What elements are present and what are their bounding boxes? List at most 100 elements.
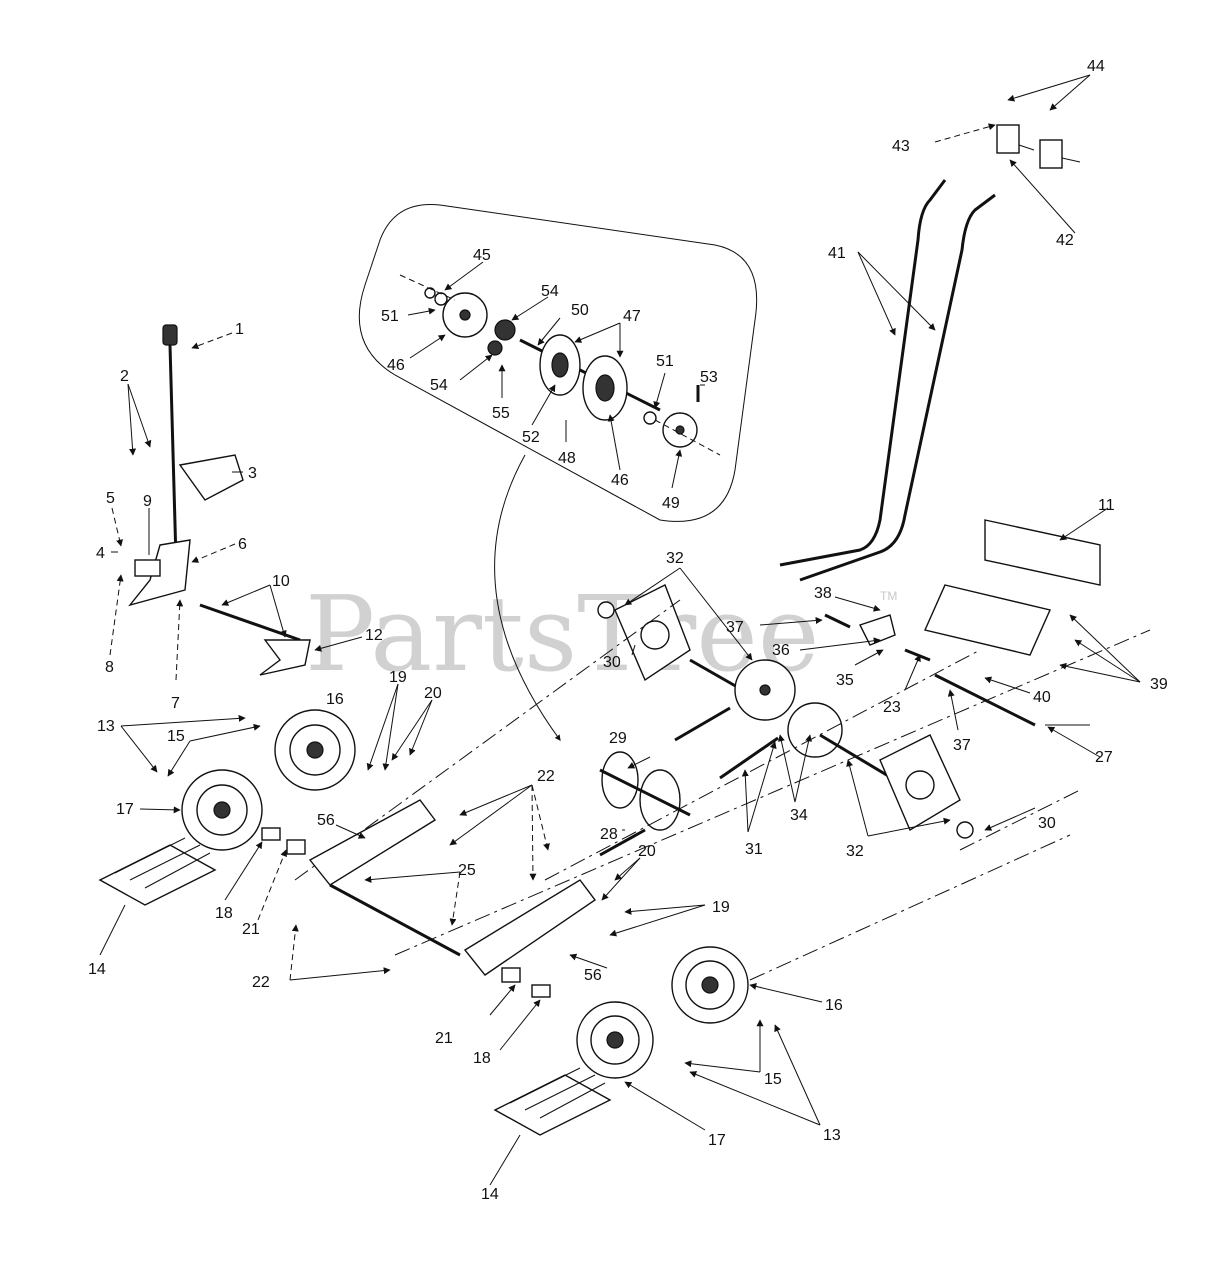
callout-13-left: 13 (97, 718, 115, 735)
callout-15-left: 15 (167, 728, 185, 745)
callout-21-left: 21 (242, 921, 260, 938)
callout-22-top: 22 (537, 768, 555, 785)
callout-51-right: 51 (656, 353, 674, 370)
callout-15-right: 15 (764, 1071, 782, 1088)
cover-part (924, 584, 1051, 656)
callout-19-bottom: 19 (712, 899, 730, 916)
callout-56-top: 56 (317, 812, 335, 829)
callout-2: 2 (120, 368, 129, 385)
callout-16-right: 16 (825, 997, 843, 1014)
callout-21-right: 21 (435, 1030, 453, 1047)
callout-46-left: 46 (387, 357, 405, 374)
callout-35: 35 (836, 672, 854, 689)
callout-13-right: 13 (823, 1127, 841, 1144)
callout-23: 23 (883, 699, 901, 716)
callout-10: 10 (272, 573, 290, 590)
callout-11: 11 (1098, 497, 1115, 514)
callout-14-left: 14 (88, 961, 106, 978)
callout-40: 40 (1033, 689, 1051, 706)
callout-38: 38 (814, 585, 832, 602)
callout-37-top: 37 (726, 619, 744, 636)
spacer-part (261, 827, 281, 841)
watermark: PartsTree TM (305, 573, 897, 695)
callout-9: 9 (143, 493, 152, 510)
callout-20-top: 20 (424, 685, 442, 702)
callout-44: 44 (1087, 58, 1105, 75)
track-arm-part-2 (463, 879, 596, 976)
callout-6: 6 (238, 536, 247, 553)
pivot-part (859, 614, 896, 646)
knob-part (162, 324, 178, 346)
callout-32-top: 32 (666, 550, 684, 567)
callout-18-right: 18 (473, 1050, 491, 1067)
callout-37-bottom: 37 (953, 737, 971, 754)
callout-54-bottom: 54 (430, 377, 448, 394)
housing-part (984, 519, 1101, 586)
callout-18-left: 18 (215, 905, 233, 922)
callout-5: 5 (106, 490, 115, 507)
callout-16-left: 16 (326, 691, 344, 708)
callout-labels: 1 2 3 4 5 6 7 8 9 10 11 12 13 13 14 14 1… (88, 58, 1168, 1203)
callout-17-right: 17 (708, 1132, 726, 1149)
callout-41: 41 (828, 245, 846, 262)
callout-8: 8 (105, 659, 114, 676)
callout-34: 34 (790, 807, 808, 824)
callout-52: 52 (522, 429, 540, 446)
watermark-trademark: TM (880, 589, 897, 603)
callout-25: 25 (458, 862, 476, 879)
leader-lines (99, 74, 1141, 1186)
callout-14-right: 14 (481, 1186, 499, 1203)
callout-30-right: 30 (1038, 815, 1056, 832)
clamp-part-2 (1039, 139, 1063, 169)
track-arm-part (308, 799, 437, 886)
axle-sprocket-part-2 (787, 702, 843, 758)
callout-36: 36 (772, 642, 790, 659)
watermark-text: PartsTree (305, 573, 819, 695)
callout-12: 12 (365, 627, 383, 644)
callout-20-bottom: 20 (638, 843, 656, 860)
inset-detail (358, 203, 758, 741)
washer-part (434, 292, 448, 306)
callout-30-left: 30 (603, 654, 621, 671)
callout-43: 43 (892, 138, 910, 155)
callout-31: 31 (745, 841, 763, 858)
callout-32-bottom: 32 (846, 843, 864, 860)
callout-48: 48 (558, 450, 576, 467)
small-gear-part (494, 319, 516, 341)
handle-assembly (779, 124, 1081, 582)
callout-56-bottom: 56 (584, 967, 602, 984)
callout-53: 53 (700, 369, 718, 386)
callout-51-left: 51 (381, 308, 399, 325)
callout-39: 39 (1150, 676, 1168, 693)
callout-27: 27 (1095, 749, 1113, 766)
callout-47: 47 (623, 308, 641, 325)
callout-22-bottom: 22 (252, 974, 270, 991)
fork-plate-part (259, 639, 311, 676)
callout-55: 55 (492, 405, 510, 422)
callout-50: 50 (571, 302, 589, 319)
track-tread-part-2 (493, 1074, 612, 1136)
callout-1: 1 (235, 321, 244, 338)
callout-19-top: 19 (389, 669, 407, 686)
callout-28: 28 (600, 826, 618, 843)
detail-arrow (494, 454, 561, 741)
callout-49: 49 (662, 495, 680, 512)
bushing-part-2 (501, 967, 521, 983)
callout-45: 45 (473, 247, 491, 264)
spacer-part-2 (531, 984, 551, 998)
callout-54-top: 54 (541, 283, 559, 300)
shift-lever-assembly (128, 324, 311, 676)
callout-42: 42 (1056, 232, 1074, 249)
callout-46-right: 46 (611, 472, 629, 489)
callout-3: 3 (248, 465, 257, 482)
track-tread-part (98, 844, 217, 906)
bracket-part (178, 454, 244, 501)
drive-assembly (98, 519, 1151, 1136)
block-part (134, 559, 161, 577)
bushing-part (286, 839, 306, 855)
callout-7: 7 (171, 695, 180, 712)
callout-4: 4 (96, 545, 105, 562)
retaining-ring-part (424, 287, 436, 299)
callout-17-left: 17 (116, 801, 134, 818)
